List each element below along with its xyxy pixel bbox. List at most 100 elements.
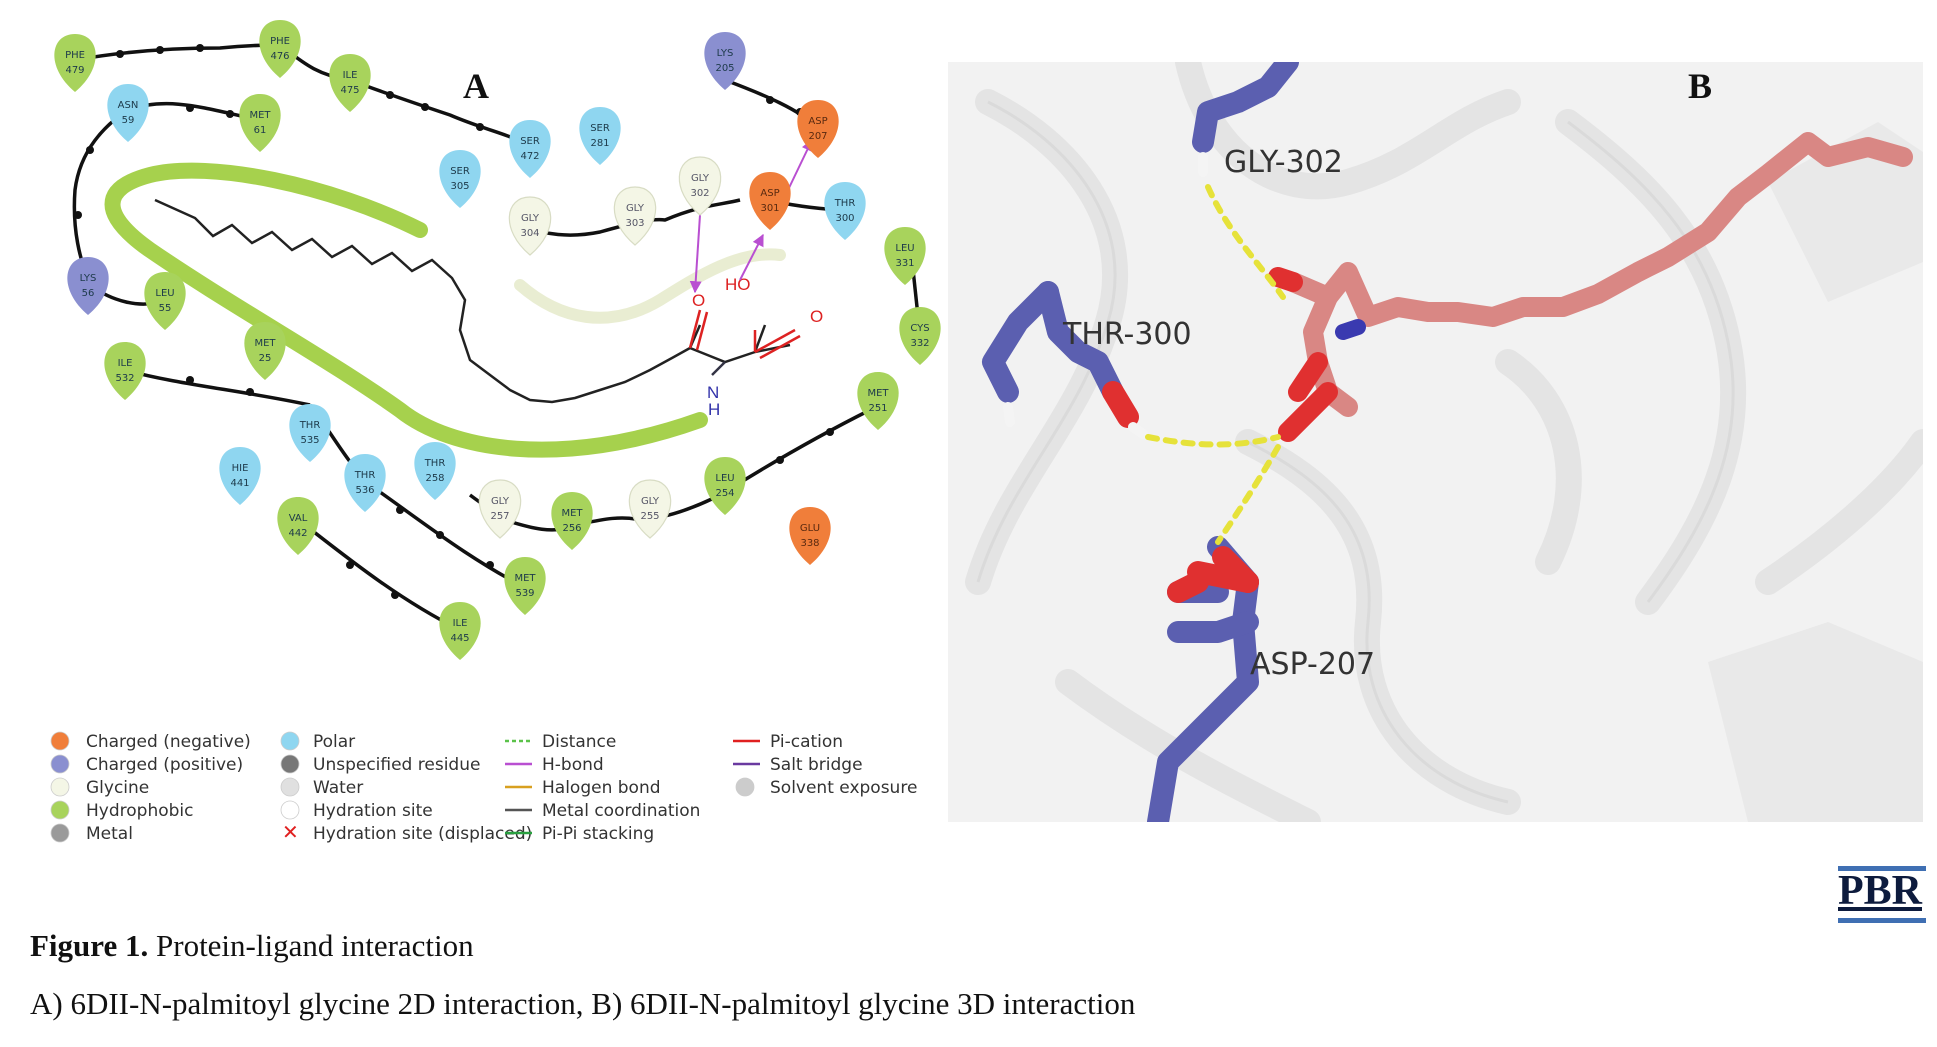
residue-name: LYS (80, 273, 97, 284)
atom-o-amide: O (692, 291, 705, 310)
legend-swatch-col2 (280, 800, 300, 820)
residue-name: LYS (717, 48, 734, 59)
residue-name: GLY (491, 496, 510, 507)
helix-shape-2 (1708, 622, 1923, 822)
legend-swatch-col2 (280, 777, 300, 797)
residue-drop-shape (259, 20, 301, 78)
residue-name: PHE (270, 36, 290, 47)
figure-caption-title: Figure 1. Protein-ligand interaction (30, 928, 474, 964)
residue-number: 535 (300, 435, 319, 446)
pocket-outline (104, 162, 708, 458)
residue-drop-shape (704, 32, 746, 90)
residue-drop-shape (329, 54, 371, 112)
label-asp-207: ASP-207 (1250, 647, 1375, 682)
residue-lys-205: LYS 205 (704, 32, 746, 90)
residue-name: ILE (118, 358, 133, 369)
residue-drop-shape (289, 404, 331, 462)
residue-thr-535: THR 535 (289, 404, 331, 462)
residue-gly-257: GLY 257 (478, 479, 522, 539)
residue-name: CYS (910, 323, 929, 334)
residue-number: 536 (355, 485, 374, 496)
residue-number: 331 (895, 258, 914, 269)
residue-number: 205 (715, 63, 734, 74)
residue-name: GLY (521, 213, 540, 224)
hbond-arrow-asp301 (739, 233, 764, 281)
residue-number: 300 (835, 213, 854, 224)
residue-sticks-oxygen (1102, 381, 1259, 603)
residue-number: 476 (270, 51, 289, 62)
ligand-nitrogen (1335, 319, 1366, 340)
residue-number: 472 (520, 151, 539, 162)
residue-name: MET (561, 508, 583, 519)
residue-ile-532: ILE 532 (104, 342, 146, 400)
residue-name: PHE (65, 50, 85, 61)
residue-met-61: MET 61 (239, 94, 281, 152)
legend-item-col3: Distance (542, 732, 616, 752)
residue-number: 445 (450, 633, 469, 644)
residue-name: ASP (808, 116, 827, 127)
residue-drop-shape (509, 120, 551, 178)
residue-drop-shape (749, 172, 791, 230)
legend-swatch-col1 (50, 754, 70, 774)
residue-name: THR (299, 420, 321, 431)
legend-item-col4: Salt bridge (770, 755, 863, 775)
residue-drop-shape (67, 257, 109, 315)
residue-name: MET (867, 388, 889, 399)
helix-shape (1768, 122, 1923, 302)
residue-name: ILE (453, 618, 468, 629)
residue-name: THR (424, 458, 446, 469)
residue-drop-shape (54, 34, 96, 92)
residue-number: 304 (520, 228, 539, 239)
residue-drop-shape (504, 557, 546, 615)
residue-number: 61 (254, 125, 267, 136)
legend-item-col2: Hydration site (displaced) (313, 824, 532, 844)
residue-number: 257 (490, 511, 509, 522)
residue-drop-shape (613, 186, 657, 246)
residue-name: MET (249, 110, 271, 121)
protein-ribbons-edge (976, 100, 1735, 804)
residue-number: 301 (760, 203, 779, 214)
residue-drop-shape (797, 100, 839, 158)
residue-drop-shape (824, 182, 866, 240)
ligand-sticks-oxygen (1268, 267, 1338, 442)
residue-number: 25 (259, 353, 272, 364)
residue-number: 475 (340, 85, 359, 96)
hbond-arrow-asp207 (787, 138, 813, 191)
residue-name: ASN (118, 100, 139, 111)
legend-swatch-col1 (50, 777, 70, 797)
logo-bar-top (1838, 866, 1926, 871)
residue-number: 532 (115, 373, 134, 384)
residue-name: GLY (626, 203, 645, 214)
residue-drop-shape (789, 507, 831, 565)
residue-number: 258 (425, 473, 444, 484)
residue-number: 302 (690, 188, 709, 199)
atom-n: N (707, 383, 719, 402)
residue-name: ASP (760, 188, 779, 199)
residue-number: 441 (230, 478, 249, 489)
residue-number: 442 (288, 528, 307, 539)
residue-drop-shape (439, 602, 481, 660)
residue-phe-476: PHE 476 (259, 20, 301, 78)
legend-swatch-col2 (280, 754, 300, 774)
panel-a-label: A (463, 66, 489, 106)
legend-item-col1: Charged (negative) (86, 732, 251, 752)
residue-sticks-hydrogen (1003, 152, 1208, 439)
residue-name: MET (514, 573, 536, 584)
residue-asp-301: ASP 301 (749, 172, 791, 230)
figure-caption-text: Protein-ligand interaction (148, 928, 474, 963)
residue-drop-shape (107, 84, 149, 142)
residue-ile-445: ILE 445 (439, 602, 481, 660)
legend-item-col2: Unspecified residue (313, 755, 480, 775)
